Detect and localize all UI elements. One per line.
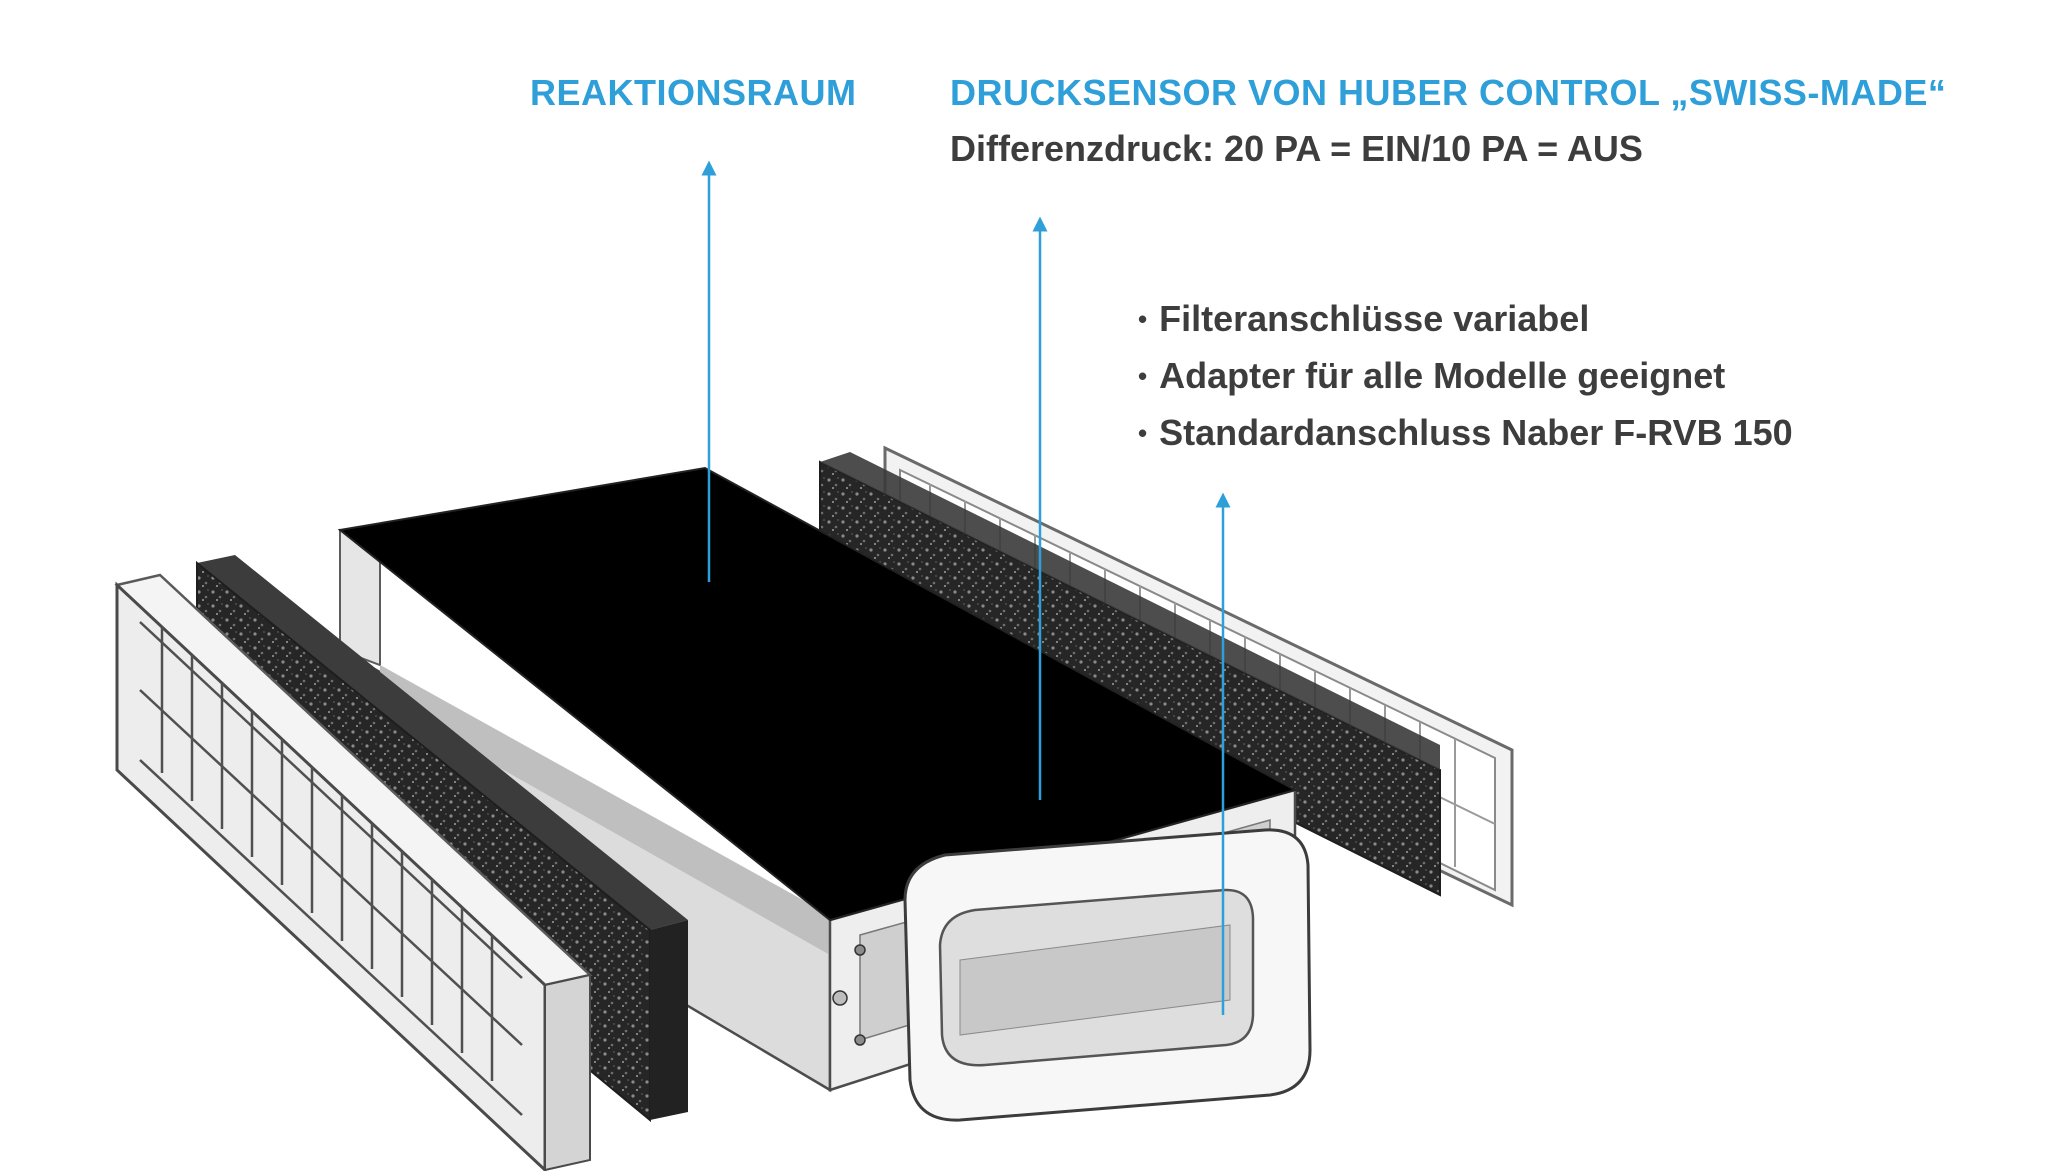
feature-item: Standardanschluss Naber F-RVB 150 [1138, 404, 1793, 461]
feature-list: Filteranschlüsse variabel Adapter für al… [1138, 290, 1793, 461]
label-reaktionsraum: REAKTIONSRAUM [530, 72, 857, 113]
label-drucksensor-subtitle: Differenzdruck: 20 PA = EIN/10 PA = AUS [950, 128, 1643, 169]
feature-item: Adapter für alle Modelle geeignet [1138, 347, 1793, 404]
front-grille-frame [114, 573, 593, 1171]
label-drucksensor-title: DRUCKSENSOR VON HUBER CONTROL „SWISS-MAD… [950, 72, 1947, 113]
feature-item: Filteranschlüsse variabel [1138, 290, 1793, 347]
flat-duct-connector [903, 828, 1312, 1122]
